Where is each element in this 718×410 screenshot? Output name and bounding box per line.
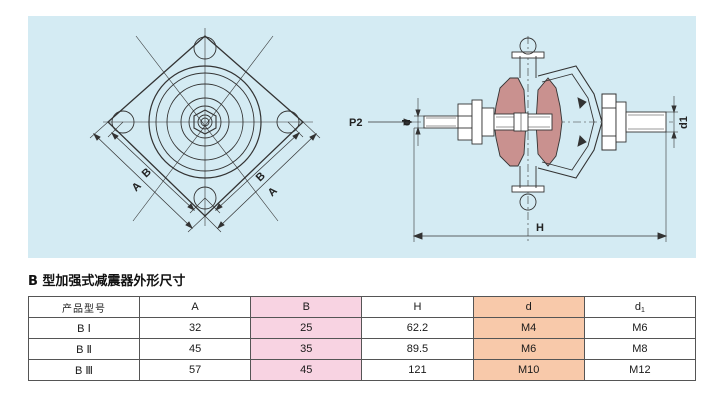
header-b: B xyxy=(250,296,363,318)
cell-d1: M8 xyxy=(583,338,697,360)
cell-d: M4 xyxy=(472,317,585,339)
section-title: B 型加强式减震器外形尺寸 xyxy=(28,274,186,289)
table-row: B Ⅰ 32 25 62.2 M4 M6 xyxy=(28,317,697,339)
cell-model: B Ⅱ xyxy=(28,338,140,360)
cell-h: 89.5 xyxy=(361,338,474,360)
cell-h: 121 xyxy=(361,359,474,381)
dim-label-h: H xyxy=(536,222,544,234)
header-model: 产品型号 xyxy=(28,296,140,318)
table-row: B Ⅲ 57 45 121 M10 M12 xyxy=(28,359,697,381)
dim-label-d: d xyxy=(401,119,413,126)
table-header-row: 产品型号 A B H d d1 xyxy=(28,296,697,318)
header-d1-subscript: 1 xyxy=(640,306,645,314)
cell-d: M6 xyxy=(472,338,585,360)
cell-d1: M6 xyxy=(583,317,697,339)
dim-label-d1: d1 xyxy=(678,116,690,129)
cell-d: M10 xyxy=(472,359,585,381)
cell-d1: M12 xyxy=(583,359,697,381)
mount-hole-left xyxy=(111,110,135,134)
cell-model: B Ⅲ xyxy=(28,359,140,381)
table-row: B Ⅱ 45 35 89.5 M6 M8 xyxy=(28,338,697,360)
side-view xyxy=(368,36,678,242)
header-d: d xyxy=(472,296,585,318)
header-a: A xyxy=(138,296,252,318)
dim-label-a-left: A xyxy=(130,180,144,194)
hex-nut xyxy=(193,109,217,135)
cell-b: 25 xyxy=(250,317,363,339)
cell-b: 45 xyxy=(250,359,363,381)
top-view xyxy=(89,28,321,233)
mount-hole-right xyxy=(276,110,300,134)
technical-drawing-panel: A B B A xyxy=(28,16,696,258)
dim-label-b-left: B xyxy=(140,166,154,180)
cell-h: 62.2 xyxy=(361,317,474,339)
technical-drawing: A B B A xyxy=(89,28,690,242)
mount-hole-bottom xyxy=(193,186,217,210)
dimension-table: 产品型号 A B H d d1 B Ⅰ 32 25 62.2 M4 M6 B Ⅱ… xyxy=(28,296,697,381)
header-h: H xyxy=(361,296,474,318)
mount-hole-top xyxy=(193,36,217,60)
dim-label-a-right: A xyxy=(266,185,280,199)
force-label-p2: P2 xyxy=(349,117,362,129)
cell-a: 45 xyxy=(138,338,252,360)
cell-a: 32 xyxy=(138,317,252,339)
header-d1: d1 xyxy=(583,296,697,318)
cell-model: B Ⅰ xyxy=(28,317,140,339)
header-d1-main: d xyxy=(634,300,641,313)
cell-a: 57 xyxy=(138,359,252,381)
cell-b: 35 xyxy=(250,338,363,360)
